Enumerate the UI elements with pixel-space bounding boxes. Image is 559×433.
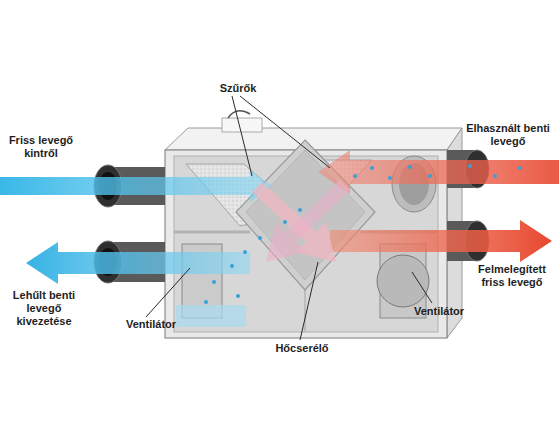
- airflow-label: Elhasznált benti levegő: [462, 122, 554, 148]
- airflow-label: Felmelegített friss levegő: [465, 263, 559, 289]
- part-label: Ventilátor: [404, 305, 474, 318]
- part-label: Hőcserélő: [262, 342, 342, 355]
- airflow-label: Friss levegő kintről: [0, 134, 82, 160]
- part-label: Ventilátor: [116, 318, 186, 331]
- airflow-label: Lehűlt benti levegő kivezetése: [10, 289, 78, 328]
- part-label: Szűrők: [203, 82, 273, 95]
